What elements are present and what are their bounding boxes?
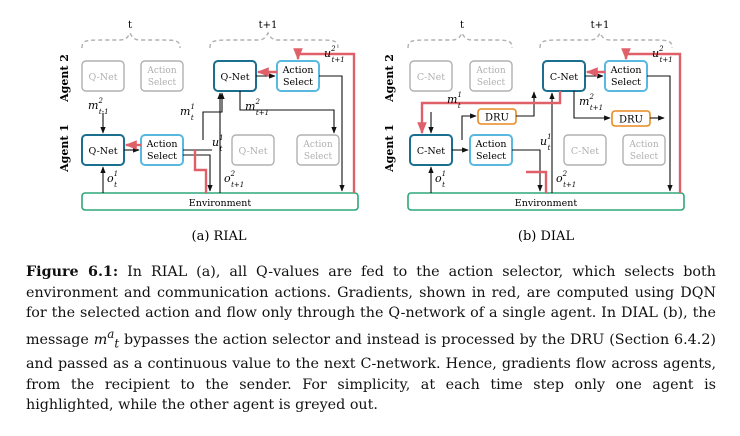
action-agent2-t1-l2: Select — [283, 77, 313, 88]
label-t1: t+1 — [259, 20, 278, 31]
caption-math-m: m — [93, 331, 108, 348]
qnet-agent1-t1-label: Q-Net — [238, 146, 267, 157]
label-t-dial: t — [460, 20, 464, 31]
action-agent2-t1-dial-l2: Select — [611, 77, 641, 88]
action-agent2-t-dial — [469, 60, 513, 92]
action-agent1-t1-l1: Action — [302, 140, 332, 150]
cnet-agent2-t — [409, 60, 453, 92]
environment-label-dial: Environment — [515, 198, 578, 209]
action-agent1-t1 — [296, 134, 340, 166]
dru-box-t-label: DRU — [485, 113, 509, 124]
label-t1-dial: t+1 — [591, 20, 610, 31]
caption-math-sup: a — [107, 326, 115, 341]
dru-box-t1-label: DRU — [619, 115, 643, 126]
label-agent1: Agent 1 — [58, 124, 71, 173]
qnet-agent1-t1 — [231, 134, 275, 166]
caption-text-b: bypasses the action selector and instead… — [26, 331, 716, 414]
action-agent1-t-l2: Select — [147, 151, 177, 162]
action-agent2-t — [140, 60, 184, 92]
action-agent2-t1-l1: Action — [282, 65, 314, 76]
action-agent1-t-l1: Action — [146, 139, 178, 150]
dial-panel: t t+1 Agent 2 Agent 1 C-Net Action Selec… — [383, 20, 685, 244]
cnet-agent2-t1-label: C-Net — [550, 72, 578, 83]
action-agent1-t1-dial-l1: Action — [628, 140, 658, 150]
cnet-agent1-t1-label: C-Net — [571, 146, 599, 157]
action-agent1-t1-dial — [622, 134, 666, 166]
brace-t1 — [209, 31, 339, 49]
panel-b-label: (b) DIAL — [518, 229, 575, 244]
brace-t1-dial — [539, 31, 673, 49]
qnet-agent2-t — [81, 60, 125, 92]
panel-a-label: (a) RIAL — [192, 229, 247, 244]
action-agent2-t-dial-l1: Action — [475, 66, 505, 76]
action-agent1-t1-dial-l2: Select — [630, 152, 659, 162]
cnet-agent2-t-label: C-Net — [417, 72, 445, 83]
label-t: t — [128, 20, 132, 31]
label-agent1-dial: Agent 1 — [383, 124, 396, 173]
action-agent2-t1-dial-l1: Action — [610, 65, 642, 76]
action-agent1-t-dial-l2: Select — [476, 151, 506, 162]
caption-text-a: In RIAL (a), all Q-values are fed to the… — [26, 264, 716, 348]
caption-math-sub: t — [114, 336, 120, 351]
label-agent2: Agent 2 — [58, 54, 71, 103]
action-agent1-t1-l2: Select — [304, 152, 333, 162]
qnet-agent1-t-label: Q-Net — [88, 146, 117, 157]
action-agent1-t-dial-l1: Action — [475, 139, 507, 150]
figure-caption: Figure 6.1: In RIAL (a), all Q-values ar… — [26, 262, 716, 416]
brace-t-dial — [407, 31, 513, 49]
brace-t — [81, 31, 181, 49]
caption-label: Figure 6.1: — [26, 264, 119, 280]
action-agent2-t-l1: Action — [146, 66, 176, 76]
environment-label: Environment — [189, 198, 252, 209]
action-agent2-t-dial-l2: Select — [477, 78, 506, 88]
qnet-agent2-t1-label: Q-Net — [220, 72, 249, 83]
qnet-agent2-t-label: Q-Net — [88, 72, 117, 83]
cnet-agent1-t-label: C-Net — [417, 146, 445, 157]
rial-panel: t t+1 Agent 2 Agent 1 Q-Net Action Selec… — [58, 20, 359, 244]
label-agent2-dial: Agent 2 — [383, 54, 396, 103]
cnet-agent1-t1 — [563, 134, 607, 166]
action-agent2-t-l2: Select — [148, 78, 177, 88]
